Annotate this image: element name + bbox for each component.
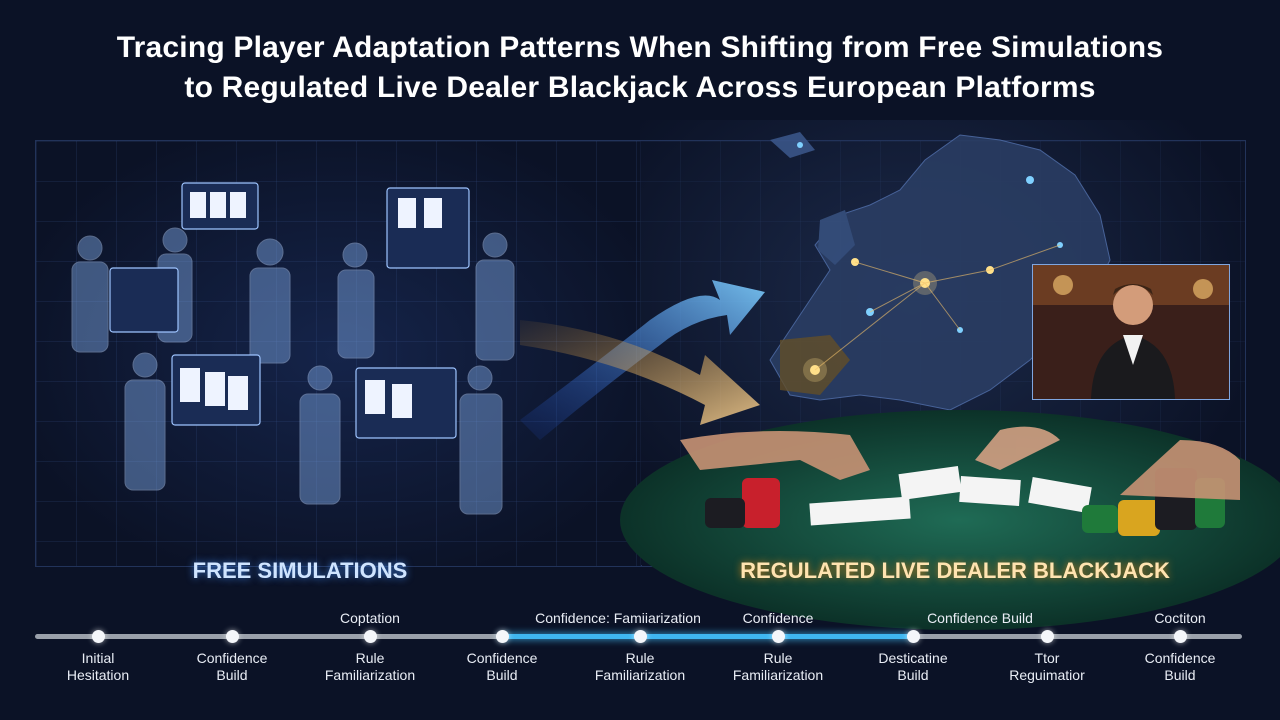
node-label-line1: Rule <box>355 650 385 666</box>
title-line-2: to Regulated Live Dealer Blackjack Acros… <box>184 71 1096 104</box>
timeline-above-label: Confidence <box>742 610 814 626</box>
timeline-node[interactable] <box>772 630 785 643</box>
timeline-node[interactable] <box>1041 630 1054 643</box>
node-label-line2: Build <box>216 667 248 683</box>
network-nodes <box>797 142 1063 382</box>
timeline-node-label: Rule Familiarization <box>565 650 715 684</box>
timeline-node[interactable] <box>907 630 920 643</box>
timeline-above-label: Confidence Build <box>927 610 1033 626</box>
node-label-line2: Familiarization <box>594 667 686 683</box>
node-label-line2: Build <box>1164 667 1196 683</box>
timeline-node[interactable] <box>92 630 105 643</box>
free-simulations-panel <box>35 140 642 567</box>
timeline-node-label: Rule Familiarization <box>295 650 445 684</box>
timeline-above-label: Coptation <box>340 610 400 626</box>
timeline-node-label: Confidence Build <box>157 650 307 684</box>
dealer-portrait <box>1033 265 1229 399</box>
title-line-1: Tracing Player Adaptation Patterns When … <box>116 31 1164 64</box>
node-label-line1: Confidence <box>196 650 268 666</box>
timeline-node[interactable] <box>634 630 647 643</box>
player-hands <box>680 426 1240 500</box>
timeline-active-segment <box>500 634 912 639</box>
node-label-line1: Confidence <box>1144 650 1216 666</box>
timeline-node-label: Desticatine Build <box>838 650 988 684</box>
holographic-players <box>71 227 515 515</box>
free-simulations-label: FREE SIMULATIONS <box>192 558 408 583</box>
table-cards <box>809 465 1092 526</box>
hologram-cards <box>180 192 442 418</box>
timeline-node[interactable] <box>364 630 377 643</box>
timeline-node[interactable] <box>496 630 509 643</box>
live-dealer-video[interactable] <box>1032 264 1230 400</box>
gold-transition-arrow <box>520 320 760 425</box>
timeline-node-label: Ttor Reguimatior <box>972 650 1122 684</box>
timeline-node-label: Confidence Build <box>1105 650 1255 684</box>
live-dealer-label: REGULATED LIVE DEALER BLACKJACK <box>740 558 1170 583</box>
node-label-line2: Familiarization <box>324 667 416 683</box>
timeline-node-label: Rule Familiarization <box>703 650 853 684</box>
timeline-above-label: Coctiton <box>1154 610 1206 626</box>
node-label-line2: Build <box>897 667 929 683</box>
page-title: Tracing Player Adaptation Patterns When … <box>0 28 1280 108</box>
timeline-node-label: Confidence Build <box>427 650 577 684</box>
timeline-node-label: Initial Hesitation <box>23 650 173 684</box>
node-label-line1: Desticatine <box>878 650 948 666</box>
timeline-node[interactable] <box>226 630 239 643</box>
node-label-line2: Build <box>486 667 518 683</box>
node-label-line1: Rule <box>625 650 655 666</box>
blackjack-table <box>620 410 1280 630</box>
node-label-line2: Reguimatior <box>1009 667 1085 683</box>
blue-transition-arrow <box>520 280 765 440</box>
node-label-line1: Rule <box>763 650 793 666</box>
timeline-node[interactable] <box>1174 630 1187 643</box>
timeline-above-label: Confidence: Famiiarization <box>535 610 701 626</box>
node-label-line2: Familiarization <box>732 667 824 683</box>
node-label-line1: Confidence <box>466 650 538 666</box>
node-label-line1: Initial <box>81 650 115 666</box>
node-label-line2: Hesitation <box>66 667 130 683</box>
node-label-line1: Ttor <box>1034 650 1060 666</box>
europe-map <box>769 132 1111 411</box>
